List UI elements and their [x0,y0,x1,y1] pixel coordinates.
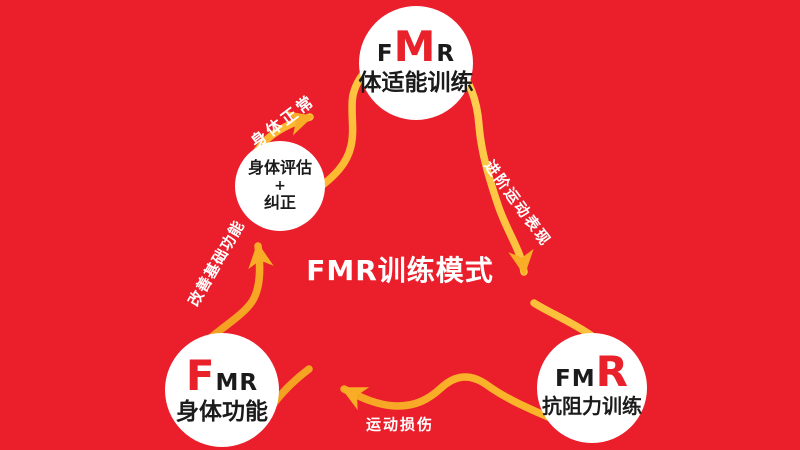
node-resistance-training: FM R 抗阻力训练 [537,333,647,443]
diagram-title: FMR训练模式 [306,254,494,287]
brand-fmr-right: FM R [555,346,629,396]
assessment-plus: + [274,177,286,194]
brand-letter-highlight: F [185,350,216,400]
node-body-function: F MR 身体功能 [165,333,279,447]
brand-letter-highlight: R [595,346,629,396]
node-assessment-correction: 身体评估 + 纠正 [235,141,325,231]
node-label: 抗阻力训练 [542,393,642,418]
brand-letter: F [376,40,394,67]
brand-letter: MR [215,369,259,396]
node-label: 体适能训练 [358,69,474,96]
brand-letter: R [436,40,456,67]
brand-fmr-top: F M R [376,21,456,71]
brand-letter: FM [555,365,596,392]
brand-letter-highlight: M [393,21,437,71]
flow-label-sports-injury: 运动损伤 [365,415,435,434]
node-fitness-training: F M R 体适能训练 [358,6,474,120]
assessment-line1: 身体评估 [247,158,312,178]
flow-path-resistance-to-function [340,373,557,423]
flow-path-function-to-assessment [202,242,274,346]
node-label: 身体功能 [176,398,268,425]
flow-path-behind-resistance [530,299,596,340]
brand-fmr-left: F MR [185,350,259,400]
assessment-line2: 纠正 [263,193,296,213]
flow-path-fitness-to-resistance [451,60,534,276]
